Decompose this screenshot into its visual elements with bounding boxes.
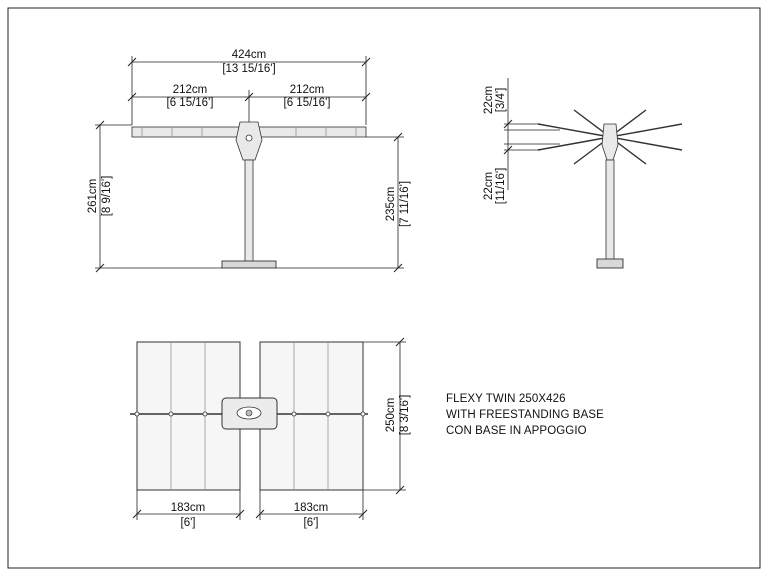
caption: FLEXY TWIN 250X426 WITH FREESTANDING BAS… [446,393,604,437]
pole [244,159,254,263]
dim-total-height-in: [8 9/16'] [101,176,113,217]
caption-line-1: FLEXY TWIN 250X426 [446,393,566,405]
dim-depth: 250cm [385,398,397,433]
dim-upper-angle-in: [3/4'] [495,88,507,113]
top-view: 250cm [8 3/16'] 183cm [6'] 183cm [6'] [130,337,411,529]
dim-lower-angle-in: [11/16'] [495,168,507,205]
dim-right-width-in: [6'] [304,517,319,529]
dim-total-height: 261cm [87,179,99,214]
caption-line-2: WITH FREESTANDING BASE [446,409,604,421]
dim-total-width: 424cm [232,49,267,61]
dim-right-arm-in: [6 15/16'] [284,97,331,109]
side-hub [601,123,619,161]
side-base [596,258,624,269]
dim-left-width-in: [6'] [181,517,196,529]
dim-arm-height: 235cm [385,187,397,222]
dim-left-arm-in: [6 15/16'] [167,97,214,109]
dim-upper-angle: 22cm [483,86,495,114]
dim-left-width: 183cm [171,502,206,514]
dim-lower-angle: 22cm [483,172,495,200]
sheet-border [7,7,761,569]
dim-right-width: 183cm [294,502,329,514]
side-pole [605,159,615,261]
caption-line-3: CON BASE IN APPOGGIO [446,425,587,437]
dim-total-width-in: [13 15/16'] [222,63,275,75]
dim-depth-in: [8 3/16'] [399,395,411,436]
side-view: 22cm [3/4'] 22cm [11/16'] [483,78,683,269]
base [221,260,277,269]
dim-left-arm: 212cm [173,84,208,96]
dim-right-arm: 212cm [290,84,325,96]
dim-arm-height-in: [7 11/16'] [399,181,411,227]
front-view: 424cm [13 15/16'] 212cm [6 15/16'] 212cm… [87,49,411,273]
